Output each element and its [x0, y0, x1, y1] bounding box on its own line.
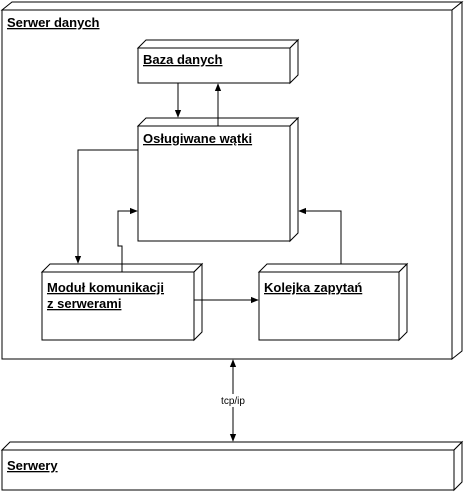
- node-label-obslugiwane-watki: Osługiwane wątki: [143, 131, 252, 146]
- node-label-modul-line1: Moduł komunikacji: [47, 280, 164, 295]
- edge-label-bg-tcp-ip: [215, 394, 251, 407]
- node-label-modul-line2: z serwerami: [47, 296, 121, 311]
- node-label-serwery: Serwery: [7, 458, 58, 473]
- node-kolejka-zapytan: Kolejka zapytań: [257, 262, 409, 342]
- node-obslugiwane-watki: Osługiwane wątki: [136, 116, 300, 243]
- node-label-kolejka-zapytan: Kolejka zapytań: [264, 280, 362, 295]
- node-baza-danych: Baza danych: [136, 38, 300, 85]
- edge-kolejka-to-watki: [298, 207, 342, 264]
- edge-label-tcp-ip: tcp/ip: [221, 396, 245, 407]
- node-serwery: Serwery: [0, 440, 464, 492]
- node-label-baza-danych: Baza danych: [143, 52, 223, 67]
- edge-modul-to-watki: [117, 207, 138, 272]
- node-label-serwer-danych: Serwer danych: [7, 15, 100, 30]
- edge-watki-to-modul: [74, 149, 138, 264]
- node-modul-komunikacji: Moduł komunikacji z serwerami: [40, 262, 204, 342]
